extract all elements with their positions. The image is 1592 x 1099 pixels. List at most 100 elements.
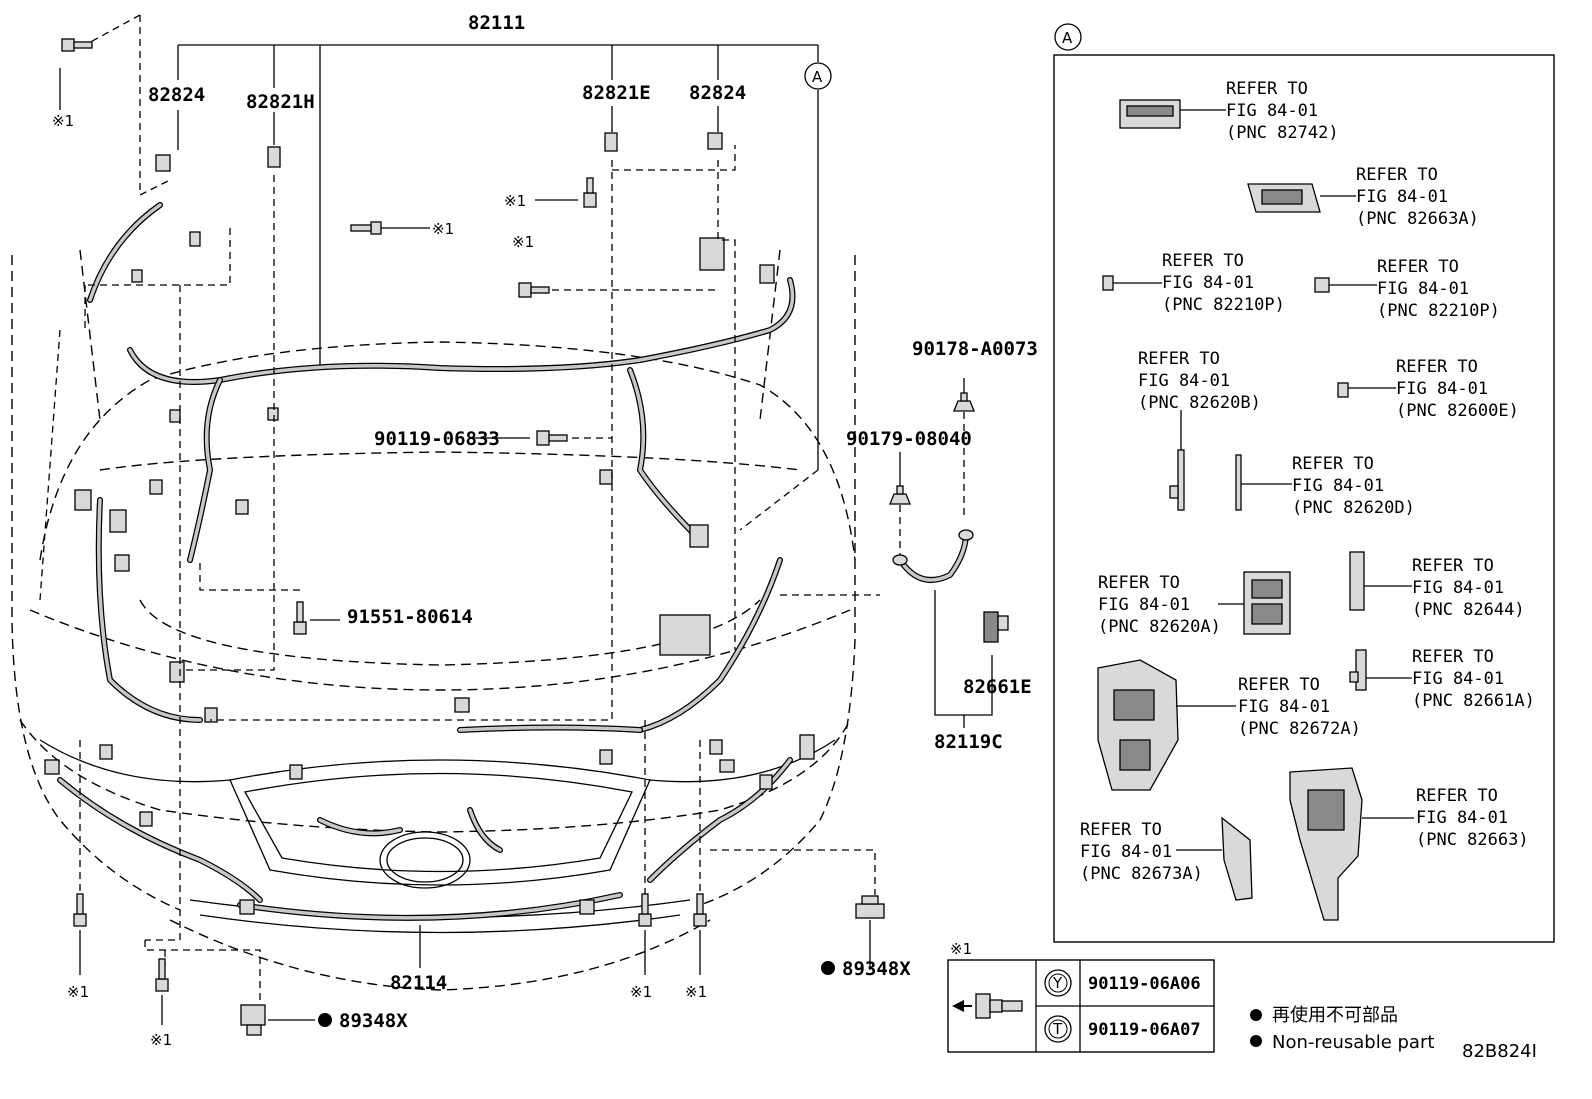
ref-82663-line2: FIG 84-01 — [1416, 808, 1508, 828]
bolt-icon — [155, 958, 169, 992]
star1-mark: ※1 — [67, 983, 89, 1001]
ground-cable-82119c — [892, 529, 974, 583]
bracket-82673a-icon — [1221, 816, 1253, 901]
bolt-table-title: ※1 — [950, 940, 972, 958]
ref-82644-line3: (PNC 82644) — [1412, 600, 1525, 620]
star1-mark: ※1 — [150, 1031, 172, 1049]
clamp-icon — [855, 895, 885, 919]
bolt-code-y: Y — [1052, 974, 1063, 992]
label-82119c: 82119C — [934, 731, 1003, 753]
ref-82742-line2: FIG 84-01 — [1226, 101, 1318, 121]
ref-82210p-b-line3: (PNC 82210P) — [1377, 301, 1500, 321]
connector-icon — [1337, 382, 1349, 398]
connector-82821h-icon — [267, 146, 281, 168]
ref-82620d-line1: REFER TO — [1292, 454, 1374, 474]
ref-82663a-line1: REFER TO — [1356, 165, 1438, 185]
ref-82600e-line3: (PNC 82600E) — [1396, 401, 1519, 421]
non-reusable-dot-icon — [821, 961, 835, 975]
ref-82663-line1: REFER TO — [1416, 786, 1498, 806]
sensor-82661a-icon — [1349, 649, 1367, 691]
junction-block-82672a-icon — [1097, 659, 1179, 791]
ref-82663a-line2: FIG 84-01 — [1356, 187, 1448, 207]
emblem-outline — [379, 831, 471, 889]
bolt-part-06a06: 90119-06A06 — [1088, 974, 1201, 994]
ref-82673a-line1: REFER TO — [1080, 820, 1162, 840]
label-90119-06833: 90119-06833 — [374, 428, 500, 450]
ref-82672a-line2: FIG 84-01 — [1238, 697, 1330, 717]
ref-82600e-line1: REFER TO — [1396, 357, 1478, 377]
clip-icon — [953, 392, 975, 412]
detail-panel-a: A — [1053, 23, 1555, 943]
figure-id: 82B824I — [1462, 1041, 1537, 1062]
ref-82644-line2: FIG 84-01 — [1412, 578, 1504, 598]
bolt-icon — [536, 430, 568, 446]
connector-82824-left-icon — [155, 154, 171, 172]
bolt-icon — [583, 177, 597, 208]
ref-82620d-line2: FIG 84-01 — [1292, 476, 1384, 496]
ref-82672a-line3: (PNC 82672A) — [1238, 719, 1361, 739]
fusible-link-icon — [1235, 454, 1242, 511]
ref-82661a-line2: FIG 84-01 — [1412, 669, 1504, 689]
label-89348x-right: 89348X — [842, 958, 911, 980]
panel-a-label: A — [1062, 29, 1073, 47]
non-reusable-dot-icon — [1250, 1035, 1262, 1047]
ref-82210p-a-line3: (PNC 82210P) — [1162, 295, 1285, 315]
fuse-icon — [1102, 275, 1114, 291]
ref-82673a-line3: (PNC 82673A) — [1080, 864, 1203, 884]
ref-82661a-line3: (PNC 82661A) — [1412, 691, 1535, 711]
fusible-link-icon — [1169, 449, 1185, 511]
bolt-icon — [61, 38, 93, 52]
label-90178-a0073: 90178-A0073 — [912, 338, 1038, 360]
bolt-head-y-icon: Y — [1044, 969, 1072, 997]
label-82661e: 82661E — [963, 676, 1032, 698]
bolt-part-06a07: 90119-06A07 — [1088, 1020, 1201, 1040]
star1-mark: ※1 — [685, 983, 707, 1001]
connector-82644-icon — [1349, 551, 1365, 611]
clip-icon — [889, 485, 911, 505]
label-82114: 82114 — [390, 972, 447, 994]
label-82824-left: 82824 — [148, 84, 205, 106]
legend-jp: 再使用不可部品 — [1272, 1005, 1398, 1026]
ref-82210p-b-line1: REFER TO — [1377, 257, 1459, 277]
sensor-82661e-icon — [983, 611, 1009, 643]
label-82111: 82111 — [468, 12, 525, 34]
ref-82663-line3: (PNC 82663) — [1416, 830, 1529, 850]
cover-82663-icon — [1289, 767, 1363, 921]
main-wire-harness — [57, 202, 796, 921]
bolt-side-view-icon — [952, 993, 1023, 1019]
ref-82742-line1: REFER TO — [1226, 79, 1308, 99]
ref-82620a-line2: FIG 84-01 — [1098, 595, 1190, 615]
bolt-icon — [518, 282, 550, 298]
star1-mark: ※1 — [630, 983, 652, 1001]
ref-82210p-a-line2: FIG 84-01 — [1162, 273, 1254, 293]
dashed-assembly-lines — [39, 14, 965, 1000]
star1-mark: ※1 — [432, 220, 454, 238]
bolt-head-t-icon: T — [1044, 1015, 1072, 1043]
bolt-code-t: T — [1052, 1020, 1063, 1038]
star1-markers: ※1 ※1 ※1 ※1 ※1 ※1 ※1 ※1 — [52, 112, 707, 1049]
label-90179-08040: 90179-08040 — [846, 428, 972, 450]
ref-82673a-line2: FIG 84-01 — [1080, 842, 1172, 862]
front-grille-outline — [39, 739, 836, 934]
clamp-icon — [240, 1004, 266, 1036]
label-82824-right: 82824 — [689, 82, 746, 104]
relay-block-icon — [1119, 99, 1181, 129]
ref-82644-line1: REFER TO — [1412, 556, 1494, 576]
ref-82620a-line1: REFER TO — [1098, 573, 1180, 593]
star1-mark: ※1 — [52, 112, 74, 130]
ref-82661a-line1: REFER TO — [1412, 647, 1494, 667]
star1-mark: ※1 — [504, 192, 526, 210]
non-reusable-dot-icon — [1250, 1009, 1262, 1021]
relay-box-82620a-icon — [1243, 571, 1291, 635]
ref-82663a-line3: (PNC 82663A) — [1356, 209, 1479, 229]
label-82821h: 82821H — [246, 91, 315, 113]
bolt-icon — [693, 893, 707, 927]
ref-82620b-line1: REFER TO — [1138, 349, 1220, 369]
star1-mark: ※1 — [512, 233, 534, 251]
ref-82620b-line2: FIG 84-01 — [1138, 371, 1230, 391]
panel-a-frame — [1053, 54, 1555, 943]
bolt-icon — [638, 893, 652, 927]
non-reusable-dot-icon — [318, 1013, 332, 1027]
fasteners — [61, 38, 1009, 1036]
